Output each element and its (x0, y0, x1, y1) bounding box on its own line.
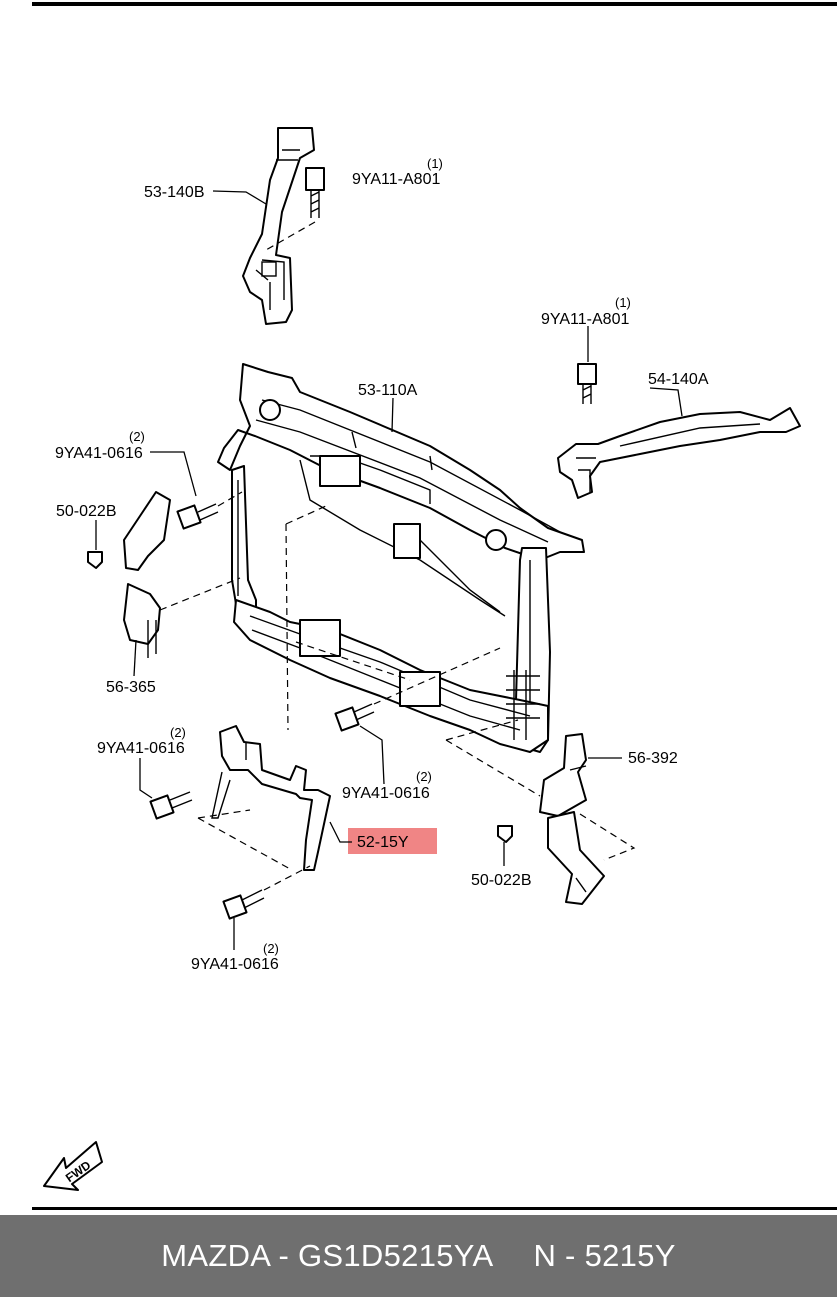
qty-bolt-center: (2) (416, 769, 432, 784)
footer-bar: MAZDA - GS1D5215YA N - 5215Y (0, 1215, 837, 1297)
part-53-110a[interactable] (217, 363, 585, 753)
clip-50-022b-left[interactable] (87, 551, 103, 569)
label-53-110a: 53-110A (358, 382, 418, 399)
label-bolt-bottom: 9YA41-0616 (191, 956, 279, 973)
part-52-15y-highlight (348, 828, 437, 854)
bottom-border (32, 1207, 837, 1210)
bolt-9ya41-0616-bottom[interactable] (222, 889, 265, 920)
part-56-365[interactable] (123, 491, 171, 658)
footer-part-number: N - 5215Y (533, 1238, 676, 1273)
part-52-15y[interactable] (211, 725, 331, 871)
parts-diagram: 53-140B (1) 9YA11-A801 (1) 9YA11-A801 54… (32, 2, 837, 1210)
label-56-365: 56-365 (106, 679, 156, 696)
footer-brand-part: MAZDA - GS1D5215YA (161, 1238, 494, 1273)
part-53-140b[interactable] (242, 127, 315, 325)
qty-bolt-left-upper: (2) (129, 429, 145, 444)
label-clip-left: 50-022B (56, 503, 117, 520)
label-54-140a: 54-140A (648, 371, 709, 388)
label-52-15y: 52-15Y (357, 834, 409, 851)
part-56-392[interactable] (539, 733, 605, 905)
bolt-9ya11-a801-top[interactable] (305, 167, 325, 218)
fwd-arrow-icon: FWD (43, 1141, 103, 1191)
qty-bolt-top: (1) (427, 156, 443, 171)
clip-50-022b-right[interactable] (497, 825, 513, 843)
label-bolt-left-upper: 9YA41-0616 (55, 445, 143, 462)
bolt-9ya41-0616-left-lower[interactable] (149, 791, 193, 820)
qty-bolt-bottom: (2) (263, 941, 279, 956)
label-56-392: 56-392 (628, 750, 678, 767)
part-54-140a[interactable] (557, 407, 801, 499)
label-bolt-center: 9YA41-0616 (342, 785, 430, 802)
bolt-9ya41-0616-left-upper[interactable] (176, 503, 219, 530)
bolt-9ya41-0616-center[interactable] (334, 703, 375, 732)
label-bolt-right: 9YA11-A801 (541, 311, 629, 328)
label-clip-right: 50-022B (471, 872, 532, 889)
qty-bolt-left-lower: (2) (170, 725, 186, 740)
label-bolt-left-lower: 9YA41-0616 (97, 740, 185, 757)
top-border (32, 2, 837, 6)
label-53-140b: 53-140B (144, 184, 205, 201)
label-bolt-top: 9YA11-A801 (352, 171, 440, 188)
qty-bolt-right: (1) (615, 295, 631, 310)
bolt-9ya11-a801-right[interactable] (577, 363, 597, 404)
